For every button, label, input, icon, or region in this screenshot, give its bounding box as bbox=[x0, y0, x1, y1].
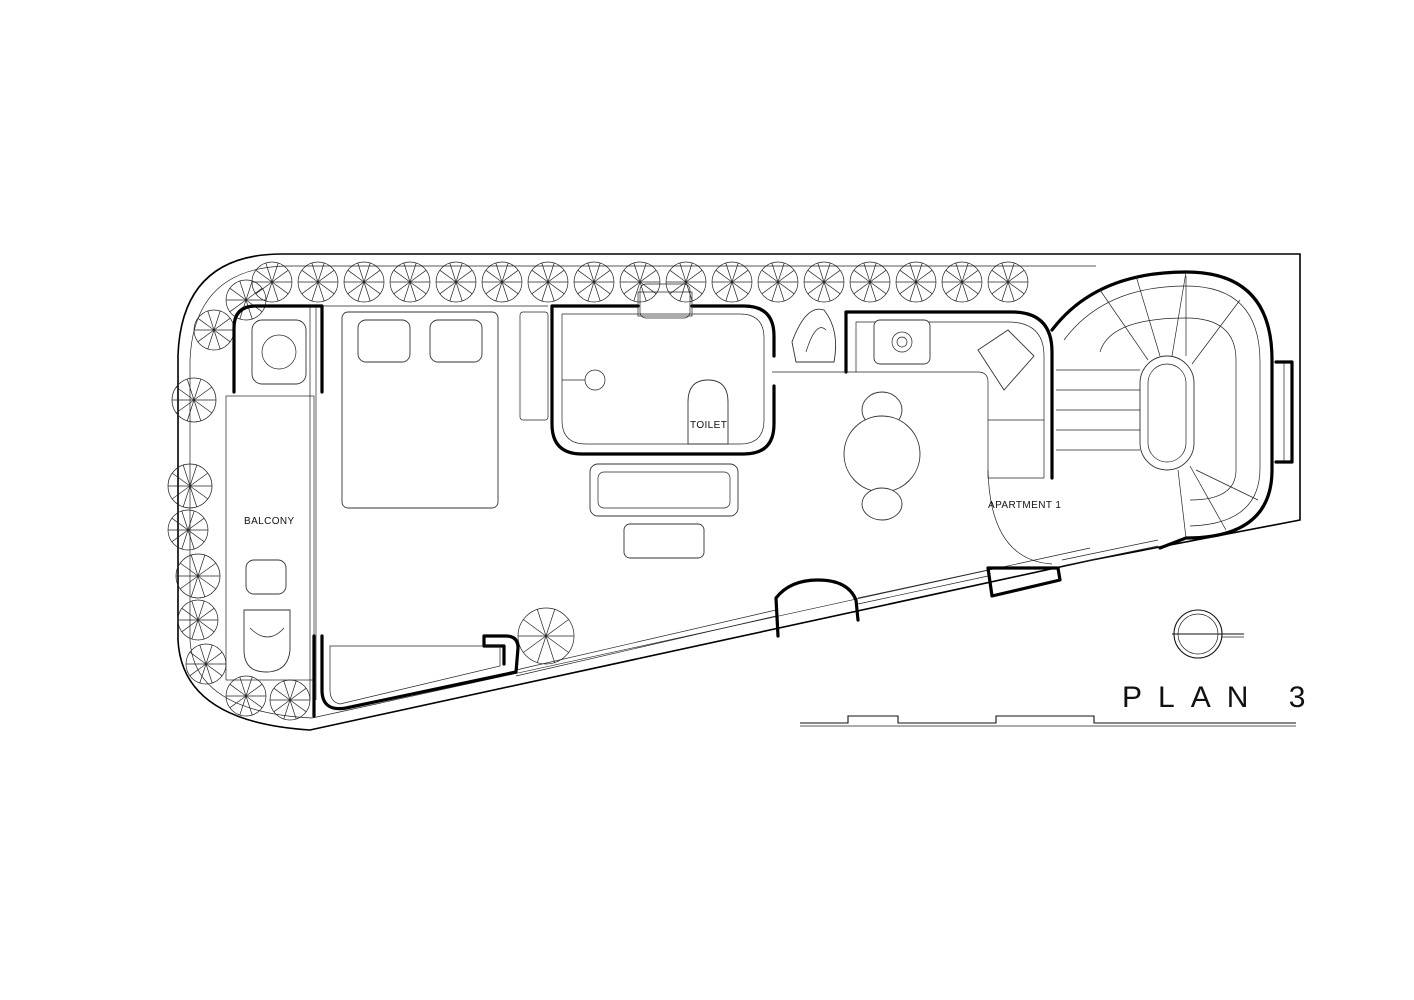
tree-icon bbox=[193, 309, 235, 351]
planter-trees bbox=[167, 261, 1029, 721]
tree-icon bbox=[297, 261, 339, 303]
tree-icon bbox=[665, 261, 707, 303]
plan-title: PLAN 3 bbox=[1122, 681, 1321, 714]
tree-icon bbox=[175, 553, 221, 599]
tree-icon bbox=[711, 261, 753, 303]
tree-icon bbox=[269, 679, 311, 721]
tree-icon bbox=[167, 509, 209, 551]
tree-icon bbox=[757, 261, 799, 303]
tree-icon bbox=[251, 261, 293, 303]
tree-icon bbox=[517, 607, 575, 665]
balcony-area bbox=[225, 304, 324, 700]
tree-icon bbox=[987, 261, 1029, 303]
tree-icon bbox=[619, 261, 661, 303]
bedroom bbox=[322, 305, 549, 509]
living-area bbox=[589, 463, 739, 559]
tree-icon bbox=[527, 261, 569, 303]
tree-icon bbox=[803, 261, 845, 303]
tree-icon bbox=[941, 261, 983, 303]
building-inner-outline bbox=[189, 265, 1096, 719]
toilet-room bbox=[550, 283, 776, 456]
exterior-wall-bottom bbox=[312, 539, 1159, 718]
tree-icon bbox=[435, 261, 477, 303]
tree-icon bbox=[225, 675, 267, 717]
tree-icon bbox=[225, 279, 267, 321]
building-outline bbox=[177, 253, 1301, 731]
tree-icon bbox=[849, 261, 891, 303]
tree-icon bbox=[895, 261, 937, 303]
tree-icon bbox=[343, 261, 385, 303]
room-label-toilet: TOILET bbox=[690, 420, 727, 431]
tree-icon bbox=[167, 463, 213, 509]
tree-icon bbox=[389, 261, 431, 303]
tree-icon bbox=[185, 643, 227, 685]
spiral-staircase bbox=[1050, 270, 1294, 550]
tree-icon bbox=[177, 599, 219, 641]
tree-icon bbox=[573, 261, 615, 303]
tree-icon bbox=[171, 377, 217, 423]
section-profile-line bbox=[800, 715, 1296, 724]
tree-icon bbox=[481, 261, 523, 303]
kitchen-dining bbox=[772, 308, 1054, 565]
north-arrow-icon bbox=[1172, 609, 1244, 659]
room-label-balcony: BALCONY bbox=[244, 516, 295, 527]
room-label-apartment: APARTMENT 1 bbox=[988, 500, 1061, 511]
